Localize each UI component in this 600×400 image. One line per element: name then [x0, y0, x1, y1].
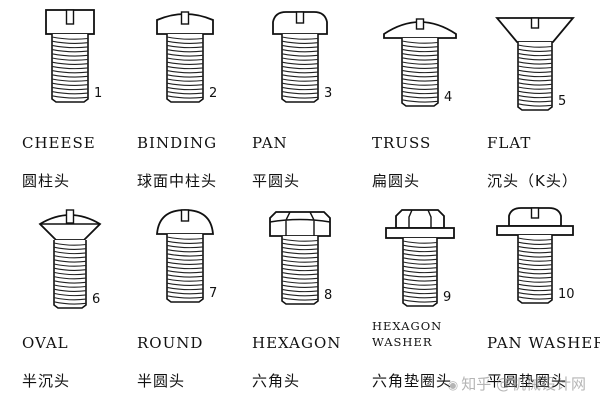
thread-shank: [281, 34, 319, 103]
name-cn: 球面中柱头: [137, 172, 218, 190]
thread-shank: [402, 238, 438, 307]
name-cn: 六角头: [252, 372, 301, 390]
name-en: BINDING: [137, 134, 218, 152]
name-en: PAN: [252, 134, 288, 152]
hexagon-head-screw-icon: [269, 211, 331, 305]
item-number: 5: [558, 94, 567, 109]
name-en: HEXAGON: [252, 334, 342, 352]
item-number: 9: [443, 290, 452, 305]
item-number: 7: [209, 286, 218, 301]
watermark-text: 知乎 @机械设计网: [461, 375, 586, 393]
watermark: ◉知乎 @机械设计网: [448, 373, 586, 394]
name-cn: 平圆头: [252, 172, 301, 190]
name-cn: 圆柱头: [22, 172, 71, 190]
name-en: FLAT: [487, 134, 532, 152]
cheese-head-screw-icon: [45, 9, 95, 103]
name-en: ROUND: [137, 334, 204, 352]
thread-shank: [166, 234, 204, 303]
item-number: 3: [324, 86, 333, 101]
name-cn: 六角垫圈头: [372, 372, 453, 390]
thread-shank: [166, 34, 204, 103]
item-number: 6: [92, 292, 101, 307]
oval-head-screw-icon: [38, 209, 102, 309]
thread-shank: [53, 240, 87, 309]
screwdriver-slot: [180, 209, 190, 222]
zhihu-logo-icon: ◉: [447, 378, 459, 392]
item-number: 2: [209, 86, 218, 101]
screwdriver-slot: [295, 11, 305, 24]
thread-shank: [517, 42, 553, 111]
thread-shank: [517, 235, 553, 304]
screwdriver-slot: [530, 17, 540, 29]
washer-flange: [385, 227, 455, 239]
name-en: PAN WASHER: [487, 334, 600, 352]
screwdriver-slot: [65, 9, 75, 25]
item-number: 4: [444, 90, 453, 105]
pan-washer-head-screw-icon: [496, 207, 574, 304]
item-number: 8: [324, 288, 333, 303]
thread-shank: [281, 236, 319, 305]
truss-head-screw-icon: [383, 18, 457, 107]
pan-head-screw-icon: [272, 11, 328, 103]
name-cn: 半沉头: [22, 372, 71, 390]
thread-shank: [51, 34, 89, 103]
item-number: 1: [94, 86, 103, 101]
item-number: 10: [558, 287, 575, 302]
screwdriver-slot: [180, 11, 190, 25]
hexagon-washer-head-screw-icon: [385, 209, 455, 307]
name-en: CHEESE: [22, 134, 96, 152]
round-head-screw-icon: [156, 209, 214, 303]
name-cn: 沉头（K头）: [487, 172, 578, 190]
binding-head-screw-icon: [156, 11, 214, 103]
name-en: HEXAGON WASHER: [372, 319, 443, 349]
name-cn: 扁圆头: [372, 172, 421, 190]
flat-head-screw-icon: [495, 17, 575, 111]
screwdriver-slot: [530, 207, 540, 219]
screwdriver-slot: [65, 209, 75, 224]
screwdriver-slot: [415, 18, 425, 30]
thread-shank: [401, 38, 439, 107]
name-cn: 平圆垫圈头: [487, 372, 568, 390]
name-en: TRUSS: [372, 134, 432, 152]
washer-flange: [496, 225, 574, 236]
name-en: OVAL: [22, 334, 69, 352]
name-cn: 半圆头: [137, 372, 186, 390]
